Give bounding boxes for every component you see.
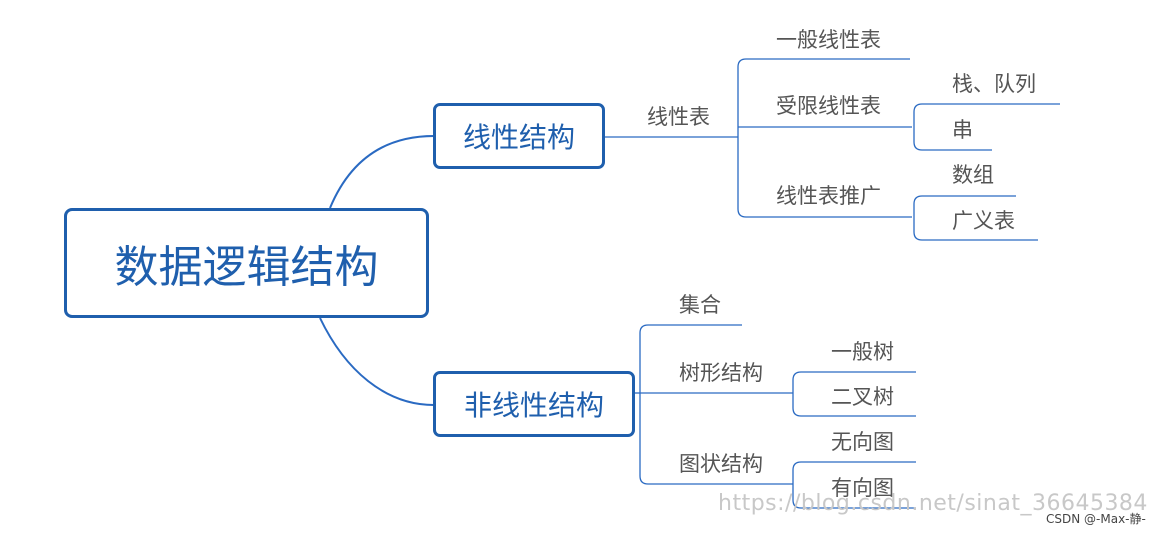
- csdn-credit: CSDN @-Max-静-: [1046, 512, 1146, 526]
- connector-graph: [639, 475, 793, 485]
- linear-structure-label: 线性结构: [462, 121, 575, 154]
- connector-binary-tree: [792, 407, 916, 417]
- root-node-label: 数据逻辑结构: [114, 242, 379, 293]
- connector-string: [913, 141, 992, 151]
- connector-generalized-list: [913, 231, 1038, 241]
- general-linear-list-label: 一般线性表: [776, 28, 881, 52]
- undirected-graph-label: 无向图: [831, 430, 894, 454]
- array-label: 数组: [952, 163, 994, 187]
- tree-structure-label: 树形结构: [679, 361, 763, 385]
- general-tree-label: 一般树: [831, 340, 894, 364]
- connector-extended: [737, 208, 912, 218]
- root-node: 数据逻辑结构: [64, 208, 429, 318]
- linear-list-extension-label: 线性表推广: [776, 184, 881, 208]
- directed-graph-label: 有向图: [831, 476, 894, 500]
- graph-structure-label: 图状结构: [679, 452, 763, 476]
- string-label: 串: [952, 118, 973, 142]
- url-watermark: https://blog.csdn.net/sinat_36645384: [718, 491, 1148, 516]
- binary-tree-label: 二叉树: [831, 385, 894, 409]
- connector-directed-graph: [792, 499, 916, 509]
- connector-array: [913, 195, 1016, 205]
- nonlinear-structure-label: 非线性结构: [463, 389, 604, 422]
- connector-stack-queue: [913, 103, 1060, 113]
- stack-queue-label: 栈、队列: [952, 72, 1036, 96]
- connector-general: [737, 58, 910, 68]
- linear-structure-node: 线性结构: [433, 103, 605, 169]
- restricted-linear-list-label: 受限线性表: [776, 94, 881, 118]
- connector-undirected-graph: [792, 461, 916, 471]
- connector-root-linear: [329, 135, 435, 209]
- nonlinear-structure-node: 非线性结构: [433, 371, 635, 437]
- connector-root-nonlinear: [319, 317, 435, 406]
- linear-list-label: 线性表: [647, 105, 710, 129]
- set-label: 集合: [679, 293, 721, 317]
- connector-set: [639, 324, 742, 334]
- connector-general-tree: [792, 371, 916, 381]
- generalized-list-label: 广义表: [952, 209, 1015, 233]
